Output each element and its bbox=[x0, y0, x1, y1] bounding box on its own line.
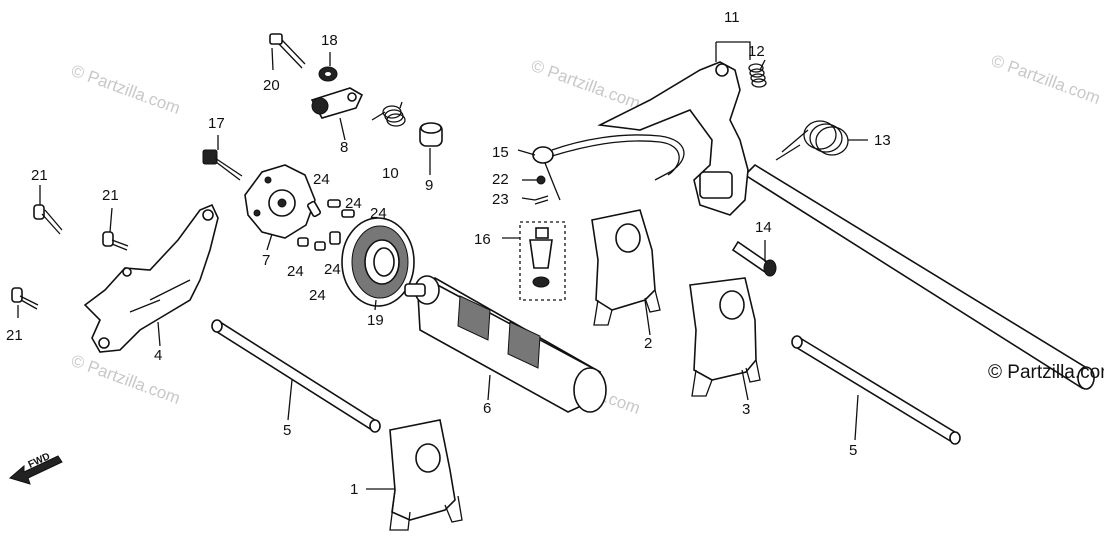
part-16-switch-assembly[interactable] bbox=[519, 221, 566, 301]
label-part-16: 16 bbox=[474, 231, 491, 248]
watermarks: © Partzilla.com © Partzilla.com © Partzi… bbox=[69, 51, 1103, 418]
label-part-9: 9 bbox=[425, 177, 433, 194]
part-21-bolt-c[interactable] bbox=[11, 287, 39, 310]
part-5-fork-shaft-right[interactable] bbox=[791, 335, 961, 445]
part-9-collar[interactable] bbox=[419, 122, 443, 147]
label-part-1: 1 bbox=[350, 481, 358, 498]
label-part-24-e: 24 bbox=[324, 261, 341, 278]
leader-lines bbox=[17, 41, 868, 490]
watermark: © Partzilla.com bbox=[989, 51, 1103, 108]
label-part-17: 17 bbox=[208, 115, 225, 132]
part-22-screw[interactable] bbox=[536, 175, 546, 185]
part-6-shift-drum[interactable] bbox=[404, 275, 607, 413]
part-11-shift-spindle[interactable] bbox=[597, 61, 1095, 390]
label-part-24-a: 24 bbox=[313, 171, 330, 188]
part-17-bolt[interactable] bbox=[202, 149, 243, 181]
label-part-22: 22 bbox=[492, 171, 509, 188]
watermark: © Partzilla.com bbox=[69, 61, 183, 118]
part-7-stopper-plate[interactable] bbox=[244, 164, 316, 239]
label-part-20: 20 bbox=[263, 77, 280, 94]
label-part-24-b: 24 bbox=[345, 195, 362, 212]
part-4-bracket[interactable] bbox=[83, 203, 219, 353]
label-part-7: 7 bbox=[262, 252, 270, 269]
part-24-pins[interactable] bbox=[297, 199, 355, 251]
label-part-11: 11 bbox=[724, 9, 740, 26]
part-20-bolt[interactable] bbox=[269, 33, 306, 69]
label-part-5-right: 5 bbox=[849, 442, 857, 459]
label-part-14: 14 bbox=[755, 219, 772, 236]
label-part-5-left: 5 bbox=[283, 422, 291, 439]
part-19-bearing[interactable] bbox=[341, 217, 415, 307]
label-part-4: 4 bbox=[154, 347, 162, 364]
label-part-15: 15 bbox=[492, 144, 509, 161]
label-part-24-d: 24 bbox=[287, 263, 304, 280]
label-part-18: 18 bbox=[321, 32, 338, 49]
part-10-spring[interactable] bbox=[371, 101, 406, 127]
label-part-23: 23 bbox=[492, 191, 509, 208]
label-part-13: 13 bbox=[874, 132, 891, 149]
label-part-8: 8 bbox=[340, 139, 348, 156]
part-5-fork-shaft-left[interactable] bbox=[211, 319, 381, 433]
label-part-24-f: 24 bbox=[309, 287, 326, 304]
copyright-text: © Partzilla.com bbox=[988, 362, 1104, 383]
label-part-21-b: 21 bbox=[102, 187, 119, 204]
watermark: © Partzilla.com bbox=[529, 56, 643, 113]
fwd-arrow: FWD bbox=[8, 451, 63, 485]
part-23-washer[interactable] bbox=[534, 195, 549, 205]
label-part-10: 10 bbox=[382, 165, 399, 182]
part-1-shift-fork[interactable] bbox=[389, 419, 463, 531]
part-21-bolt-a[interactable] bbox=[33, 204, 63, 235]
part-labels: 1 2 3 4 5 5 6 7 8 9 10 11 12 13 14 15 16… bbox=[6, 9, 891, 498]
part-3-shift-fork[interactable] bbox=[689, 277, 761, 397]
label-part-21-c: 21 bbox=[6, 327, 23, 344]
label-part-24-c: 24 bbox=[370, 205, 387, 222]
label-part-2: 2 bbox=[644, 335, 652, 352]
part-14-pin[interactable] bbox=[731, 240, 777, 277]
label-part-3: 3 bbox=[742, 401, 750, 418]
part-8-stopper-arm[interactable] bbox=[310, 87, 364, 119]
part-13-return-spring[interactable] bbox=[775, 120, 849, 161]
part-12-spring[interactable] bbox=[748, 63, 767, 88]
part-21-bolt-b[interactable] bbox=[102, 231, 129, 251]
label-part-6: 6 bbox=[483, 400, 491, 417]
label-part-21-a: 21 bbox=[31, 167, 48, 184]
watermark: © Partzilla.com bbox=[69, 351, 183, 408]
label-part-19: 19 bbox=[367, 312, 384, 329]
part-15-neutral-switch[interactable] bbox=[532, 134, 685, 201]
part-2-shift-fork[interactable] bbox=[591, 209, 661, 326]
label-part-12: 12 bbox=[748, 43, 765, 60]
part-18-washer[interactable] bbox=[318, 66, 338, 82]
